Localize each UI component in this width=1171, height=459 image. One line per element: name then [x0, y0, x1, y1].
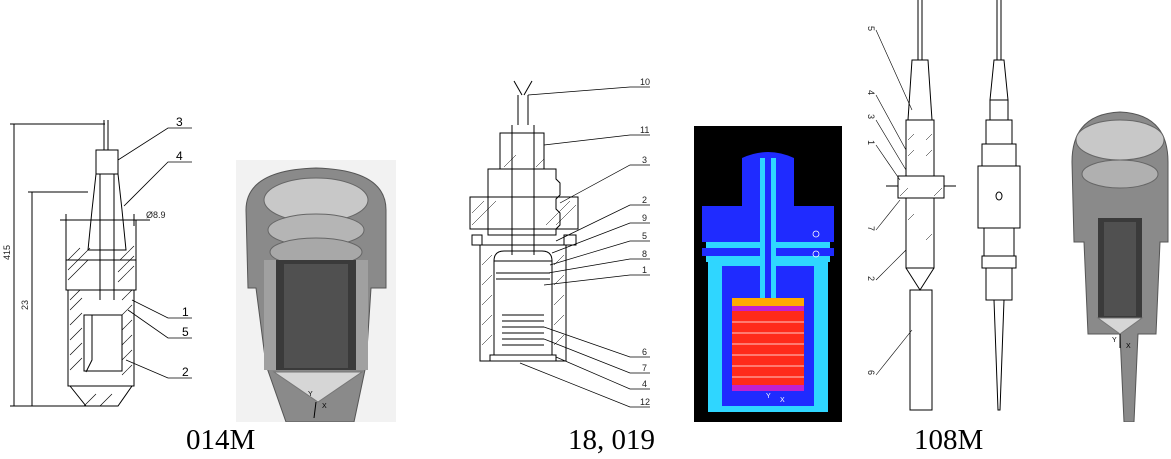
label-108M-3: 3: [866, 114, 876, 119]
label-18-3: 3: [642, 155, 647, 165]
label-18-11: 11: [640, 125, 649, 135]
label-18-5: 5: [642, 231, 647, 241]
label-18-9: 9: [642, 213, 647, 223]
label-108M-1: 1: [866, 140, 876, 145]
label-18-1: 1: [642, 265, 647, 275]
label-108M-5: 5: [866, 26, 876, 31]
label-18-6: 6: [642, 347, 647, 357]
caption-18-019: 18, 019: [568, 424, 655, 456]
label-108M-2: 2: [866, 276, 876, 281]
label-18-4: 4: [642, 379, 647, 389]
axis-Y-014M: Y: [308, 391, 313, 398]
drawing-014M: 3 4 1 5 2 415 23 Ø8.9: [0, 110, 235, 415]
drawing-18-019: 10 11 3 2 9 5 8 1 6 7 4 12: [460, 75, 690, 420]
label-18-8: 8: [642, 249, 647, 259]
axis-X-108M: X: [1126, 343, 1131, 350]
label-014M-2: 2: [182, 365, 189, 379]
label-014M-5: 5: [182, 325, 189, 339]
dim-23: 23: [20, 300, 30, 310]
dim-diameter: Ø8.9: [146, 210, 166, 220]
axis-X-014M: X: [322, 403, 327, 410]
render-014M: Y X: [236, 160, 396, 422]
fea-section: Y X: [694, 126, 842, 422]
render-108M: Y X: [1068, 102, 1171, 422]
label-108M-7: 7: [866, 226, 876, 231]
axis-Y-108M: Y: [1112, 337, 1117, 344]
label-014M-3: 3: [176, 115, 183, 129]
label-18-2: 2: [642, 195, 647, 205]
dim-415: 415: [2, 245, 12, 260]
label-108M-6: 6: [866, 370, 876, 375]
label-18-10: 10: [640, 77, 650, 87]
label-014M-1: 1: [182, 305, 189, 319]
label-014M-4: 4: [176, 149, 183, 163]
caption-014M: 014M: [186, 424, 256, 456]
axis-X-fea: X: [780, 397, 785, 404]
label-18-7: 7: [642, 363, 647, 373]
label-18-12: 12: [640, 397, 650, 407]
axis-Y-fea: Y: [766, 393, 771, 400]
caption-108M: 108M: [914, 424, 984, 456]
label-108M-4: 4: [866, 90, 876, 95]
exterior-108M: [964, 0, 1034, 420]
drawing-108M: 5 4 3 1 7 2 6: [862, 0, 962, 420]
